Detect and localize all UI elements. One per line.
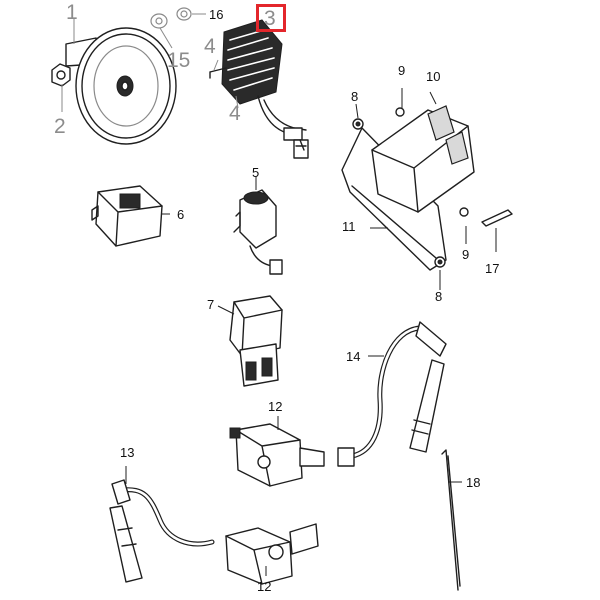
callout-14: 14	[346, 349, 361, 364]
callout-17: 17	[485, 261, 500, 276]
callout-5: 5	[252, 165, 260, 180]
callout-4-upper: 4	[204, 35, 216, 58]
callout-7: 7	[207, 297, 215, 312]
callout-10: 10	[426, 69, 441, 84]
callout-12-lower: 12	[257, 579, 272, 594]
callout-8-lower: 8	[435, 289, 443, 304]
ignition-coil-lower	[225, 523, 319, 585]
relay-part	[91, 185, 163, 247]
ecu-part	[341, 105, 513, 271]
callout-15: 15	[167, 49, 191, 72]
washer-parts	[150, 7, 192, 29]
callout-11: 11	[342, 219, 356, 234]
ignition-cable-lower	[109, 479, 215, 583]
callout-6: 6	[177, 207, 185, 222]
leader-lines	[61, 13, 497, 576]
ignition-coil-upper	[229, 423, 325, 487]
callout-1: 1	[66, 1, 78, 24]
callout-2: 2	[54, 115, 66, 138]
callout-12-upper: 12	[268, 399, 283, 414]
callout-8-upper: 8	[351, 89, 359, 104]
callout-9-upper: 9	[398, 63, 406, 78]
flasher-part	[233, 189, 283, 275]
highlight-box	[256, 4, 286, 32]
callout-4-lower: 4	[229, 102, 241, 125]
callout-18: 18	[466, 475, 481, 490]
callout-3: 3	[264, 7, 276, 30]
tie-strap-part	[441, 449, 461, 591]
regulator-part	[209, 19, 309, 159]
callout-16: 16	[209, 7, 224, 22]
ignition-cable-part	[337, 321, 447, 467]
callout-13: 13	[120, 445, 135, 460]
relay-block-part	[229, 295, 283, 387]
callout-9-lower: 9	[462, 247, 470, 262]
horn-part	[51, 27, 177, 145]
